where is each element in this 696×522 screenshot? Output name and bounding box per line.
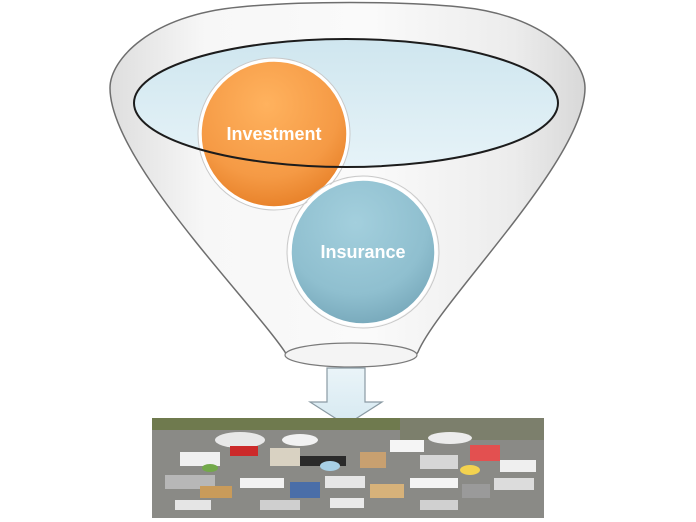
insurance-circle: Insurance: [286, 175, 440, 329]
down-arrow-icon: [307, 367, 385, 426]
investment-label: Investment: [226, 124, 321, 144]
insurance-label: Insurance: [320, 242, 405, 262]
funnel-spout: [284, 342, 418, 368]
garbage-pile-photo: [152, 418, 544, 518]
funnel-rim-edge: [133, 38, 559, 168]
investment-circle: Investment: [197, 57, 351, 211]
